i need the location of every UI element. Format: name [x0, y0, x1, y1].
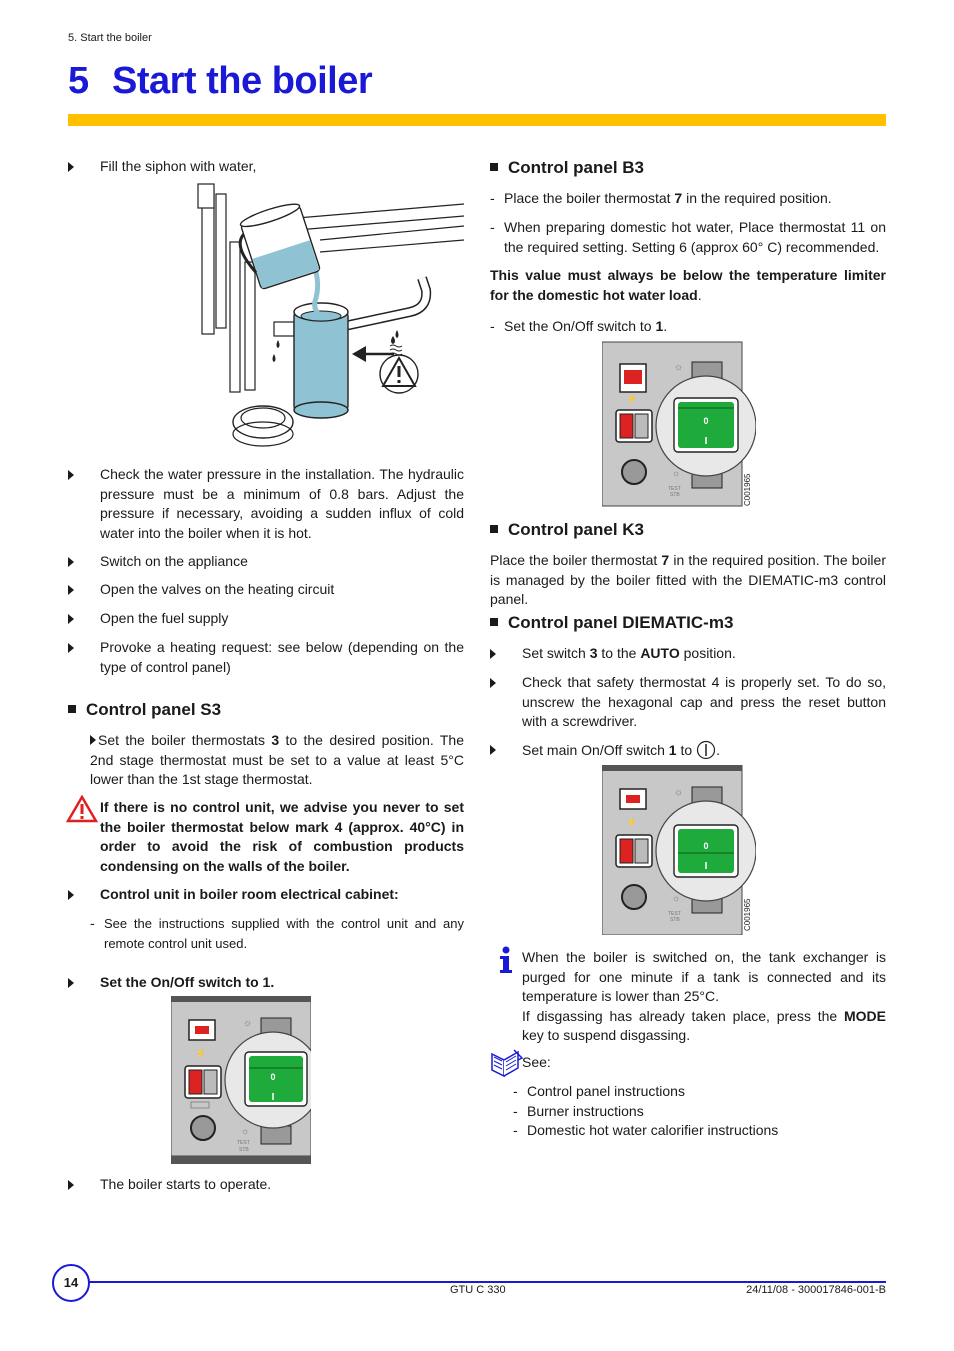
diematic-item-1: Set switch 3 to the AUTO position. — [522, 645, 736, 661]
footer-doc-ref: 24/11/08 - 300017846-001-B — [746, 1284, 886, 1296]
stb-label: STB — [670, 917, 680, 923]
fill-siphon-text: Fill the siphon with water, — [100, 158, 257, 174]
dash-marker: - — [490, 318, 495, 334]
footer-model: GTU C 330 — [450, 1284, 506, 1296]
see-item: Control panel instructions — [527, 1083, 685, 1099]
page-number: 14 — [52, 1264, 90, 1302]
s3-heading: Control panel S3 — [68, 700, 221, 720]
b3-bold-note: This value must always be below the temp… — [490, 267, 886, 303]
bullet-icon — [68, 585, 78, 598]
svg-text:☼: ☼ — [241, 1126, 249, 1136]
bullet-icon — [490, 678, 500, 691]
provoke-heating-text: Provoke a heating request: see below (de… — [100, 639, 464, 675]
set-switch-text: Set the On/Off switch to 1. — [100, 974, 275, 990]
bullet-icon — [68, 614, 78, 627]
svg-text:⚡: ⚡ — [195, 1047, 206, 1059]
dash-marker: - — [513, 1122, 518, 1138]
panel-code: C001965 — [743, 898, 752, 931]
info-icon — [500, 946, 512, 973]
control-unit-heading: Control unit in boiler room electrical c… — [100, 886, 399, 902]
bullet-icon — [68, 643, 78, 656]
info-text: When the boiler is switched on, the tank… — [522, 949, 886, 1043]
k3-text: Place the boiler thermostat 7 in the req… — [490, 552, 886, 607]
svg-text:⚡: ⚡ — [626, 816, 637, 828]
dash-marker: - — [513, 1083, 518, 1099]
open-fuel-text: Open the fuel supply — [100, 610, 229, 626]
bullet-icon — [68, 162, 78, 175]
diematic-item-2: Check that safety thermostat 4 is proper… — [522, 674, 886, 729]
dash-marker: - — [490, 219, 495, 235]
control-panel-b3-illustration: ⚡ ☼ ☼ 0 I TEST STB C001965 — [602, 341, 756, 507]
stb-label: STB — [670, 492, 680, 498]
check-pressure-text: Check the water pressure in the installa… — [100, 466, 464, 541]
control-unit-text: See the instructions supplied with the c… — [104, 916, 464, 951]
see-item: Burner instructions — [527, 1103, 644, 1119]
svg-text:☼: ☼ — [674, 787, 683, 798]
bullet-icon — [90, 735, 96, 745]
boiler-starts-text: The boiler starts to operate. — [100, 1176, 272, 1192]
warning-text: If there is no control unit, we advise y… — [100, 799, 464, 874]
control-panel-diematic-illustration: ⚡ ☼ ☼ 0 I TEST STB C001965 — [602, 765, 756, 935]
see-label: See: — [522, 1054, 551, 1070]
switch-zero-label: 0 — [703, 841, 708, 851]
bullet-icon — [68, 470, 78, 483]
b3-heading: Control panel B3 — [490, 158, 644, 178]
control-panel-s3-illustration: ⚡ ☼ ☼ 0 I TEST STB C001965 — [171, 996, 311, 1164]
bullet-icon — [68, 890, 78, 903]
svg-text:☼: ☼ — [243, 1018, 252, 1029]
page-title: 5 Start the boiler — [68, 60, 373, 103]
switch-on-text: Switch on the appliance — [100, 553, 248, 569]
test-label: TEST — [237, 1140, 250, 1146]
book-reference-icon — [491, 1049, 524, 1078]
chapter-number: 5 — [68, 60, 89, 102]
diematic-item-3: Set main On/Off switch 1 to . — [522, 740, 720, 760]
bullet-icon — [490, 649, 500, 662]
switch-one-label: I — [705, 436, 708, 447]
power-on-icon — [696, 740, 716, 760]
breadcrumb: 5. Start the boiler — [68, 32, 152, 44]
switch-one-label: I — [272, 1092, 275, 1103]
dash-marker: - — [490, 190, 495, 206]
b3-item-3: Set the On/Off switch to 1. — [504, 318, 668, 334]
test-label: TEST — [668, 486, 681, 492]
title-underline-bar — [68, 114, 886, 126]
switch-one-label: I — [705, 861, 708, 872]
svg-text:☼: ☼ — [672, 468, 680, 478]
siphon-fill-illustration — [197, 183, 465, 447]
svg-text:☼: ☼ — [672, 893, 680, 903]
svg-text:⚡: ⚡ — [626, 393, 637, 405]
s3-text: Set the boiler thermostats 3 to the desi… — [90, 732, 464, 787]
panel-code: C001965 — [743, 473, 752, 506]
dash-marker: - — [513, 1103, 518, 1119]
chapter-title: Start the boiler — [112, 60, 373, 102]
switch-zero-label: 0 — [270, 1072, 275, 1082]
stb-label: STB — [239, 1147, 249, 1153]
switch-zero-label: 0 — [703, 416, 708, 426]
warning-icon — [66, 795, 98, 823]
diematic-heading: Control panel DIEMATIC-m3 — [490, 613, 733, 633]
footer-rule — [88, 1281, 886, 1283]
dash-marker: - — [90, 915, 95, 931]
k3-heading: Control panel K3 — [490, 520, 644, 540]
bullet-icon — [68, 978, 78, 991]
open-valves-text: Open the valves on the heating circuit — [100, 581, 335, 597]
see-item: Domestic hot water calorifier instructio… — [527, 1122, 779, 1138]
bullet-icon — [490, 745, 500, 758]
b3-item-2: When preparing domestic hot water, Place… — [504, 219, 886, 255]
test-label: TEST — [668, 911, 681, 917]
svg-text:☼: ☼ — [674, 362, 683, 373]
bullet-icon — [68, 1180, 78, 1193]
b3-item-1: Place the boiler thermostat 7 in the req… — [504, 190, 832, 206]
bullet-icon — [68, 557, 78, 570]
